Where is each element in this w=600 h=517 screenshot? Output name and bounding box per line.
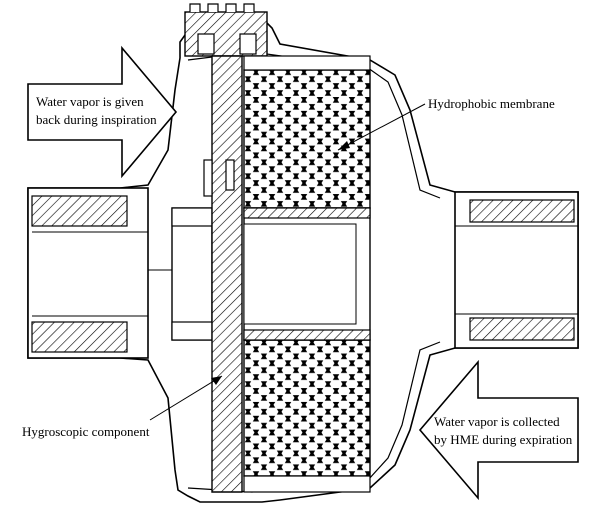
right-port-top-wall [469, 199, 575, 223]
diaphragm-tab-right [225, 159, 235, 191]
inner-sleeve-top-lip [171, 207, 213, 227]
hygroscopic-label: Hygroscopic component [22, 424, 150, 439]
hydrophobic-leader [337, 103, 426, 151]
channel-bore [243, 223, 357, 325]
inspiration-label-line2: back during inspiration [36, 112, 157, 127]
diaphragm-tab-left [203, 159, 213, 197]
honeycomb-upper [243, 69, 371, 209]
expiration-label-line2: by HME during expiration [434, 432, 573, 447]
right-port-bottom-wall [469, 317, 575, 341]
inspiration-arrow [27, 45, 178, 179]
hygroscopic-component [211, 55, 243, 493]
cap-ridges [189, 3, 255, 12]
inner-sleeve-bottom-lip [171, 321, 213, 341]
hygroscopic-leader-arrowhead [211, 376, 222, 385]
left-port-top-wall [31, 195, 128, 227]
hydrophobic-label: Hydrophobic membrane [428, 96, 555, 111]
inspiration-label-line1: Water vapor is given [36, 94, 144, 109]
inner-sleeve [171, 207, 213, 341]
hygroscopic-leader [149, 375, 223, 421]
bottom-strip [243, 475, 371, 493]
expiration-arrow [418, 359, 579, 501]
top-strip [243, 55, 371, 71]
honeycomb-lower [243, 339, 371, 477]
left-port-bottom-wall [31, 321, 128, 353]
cap-slot-right [239, 33, 257, 55]
cap-slot-left [197, 33, 215, 55]
expiration-label-line1: Water vapor is collected [434, 414, 560, 429]
channel-bottom-wall [243, 329, 371, 341]
hydrophobic-leader-arrowhead [338, 141, 350, 150]
channel-top-wall [243, 207, 371, 219]
